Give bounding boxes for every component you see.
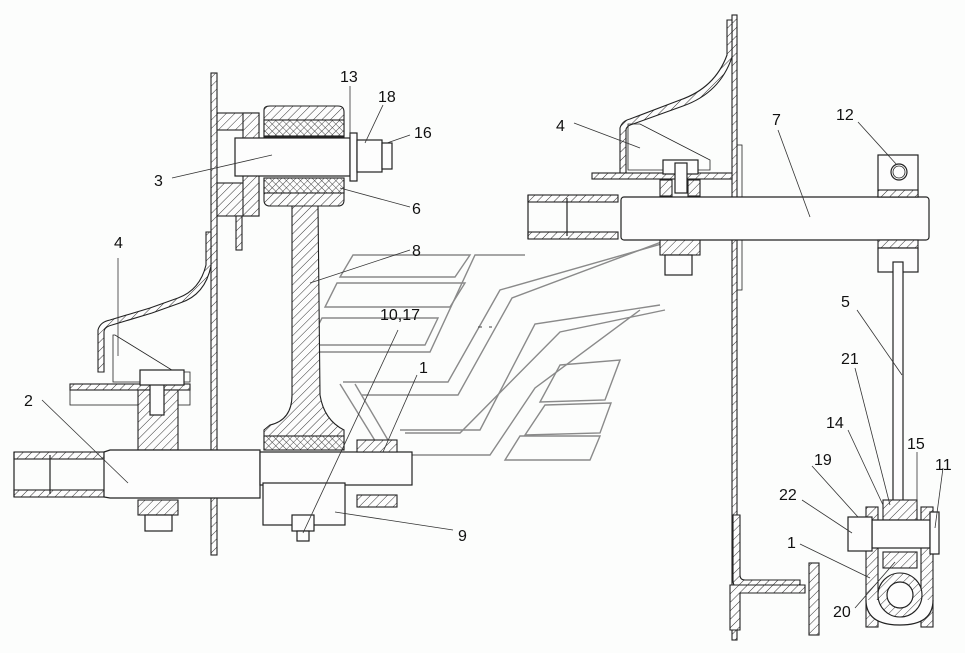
- bracket-4-left: [97, 231, 212, 373]
- beam-8: [263, 205, 345, 451]
- rod-5: [892, 261, 904, 508]
- callout-13: 13: [340, 69, 358, 86]
- callout-4-right: 4: [556, 118, 565, 135]
- vertical-panel: [210, 72, 218, 556]
- callout-labels: 13 18 16 3 6 4 8 10,17 1 2 9 4 7 12 5 21…: [24, 69, 952, 621]
- callout-2: 2: [24, 393, 33, 410]
- callout-20: 20: [833, 604, 851, 621]
- callout-8: 8: [412, 243, 421, 260]
- watermark-logo: [306, 232, 701, 461]
- callout-19: 19: [814, 452, 832, 469]
- leader-lines: [41, 86, 944, 609]
- shaft-7: [620, 196, 930, 241]
- callout-3: 3: [154, 173, 163, 190]
- callout-6: 6: [412, 201, 421, 218]
- callout-14: 14: [826, 415, 844, 432]
- grease-fitting-12: [890, 163, 908, 181]
- left-assembly: [13, 72, 413, 556]
- bracket-4-right: [619, 19, 733, 174]
- callout-21: 21: [841, 351, 859, 368]
- callout-1-left: 1: [419, 360, 428, 377]
- bolt-3: [234, 137, 351, 177]
- callout-5: 5: [841, 294, 850, 311]
- callout-18: 18: [378, 89, 396, 106]
- callout-7: 7: [772, 112, 781, 129]
- callout-4-left: 4: [114, 235, 123, 252]
- vertical-panel-right: [731, 14, 738, 641]
- callout-12: 12: [836, 107, 854, 124]
- callout-11: 11: [935, 457, 952, 474]
- callout-10-17: 10,17: [380, 307, 420, 324]
- shaft-2: [103, 449, 261, 499]
- callout-22: 22: [779, 487, 797, 504]
- callout-16: 16: [414, 125, 432, 142]
- right-assembly: [527, 14, 940, 641]
- callout-9: 9: [458, 528, 467, 545]
- callout-1-right: 1: [787, 535, 796, 552]
- callout-15: 15: [907, 436, 925, 453]
